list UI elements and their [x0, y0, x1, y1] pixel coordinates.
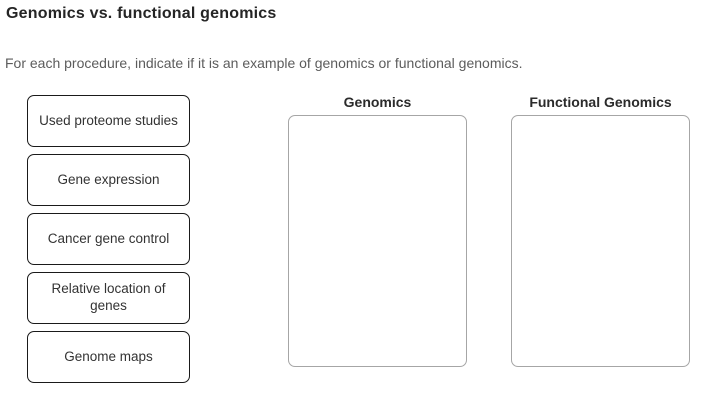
drag-item-label: Cancer gene control: [47, 230, 170, 246]
drag-item-label: Used proteome studies: [39, 112, 178, 128]
drag-item-used-proteome-studies[interactable]: Used proteome studies: [27, 95, 190, 147]
bin-header-genomics: Genomics: [343, 94, 412, 110]
drag-item-relative-location-of-genes[interactable]: Relative location of genes: [27, 272, 190, 324]
bin-header-functional-genomics: Functional Genomics: [529, 94, 672, 110]
drag-item-genome-maps[interactable]: Genome maps: [27, 331, 190, 383]
drag-item-column: Used proteome studies Gene expression Ca…: [27, 95, 190, 383]
drag-item-label: Genome maps: [64, 348, 153, 364]
drag-item-gene-expression[interactable]: Gene expression: [27, 154, 190, 206]
drop-zone-genomics[interactable]: [288, 115, 467, 367]
drag-item-label: Relative location of genes: [51, 281, 166, 313]
page-title: Genomics vs. functional genomics: [6, 5, 277, 22]
drop-zone-functional-genomics[interactable]: [511, 115, 690, 367]
instruction-text: For each procedure, indicate if it is an…: [5, 55, 523, 71]
drag-item-cancer-gene-control[interactable]: Cancer gene control: [27, 213, 190, 265]
drag-item-label: Gene expression: [57, 171, 160, 187]
